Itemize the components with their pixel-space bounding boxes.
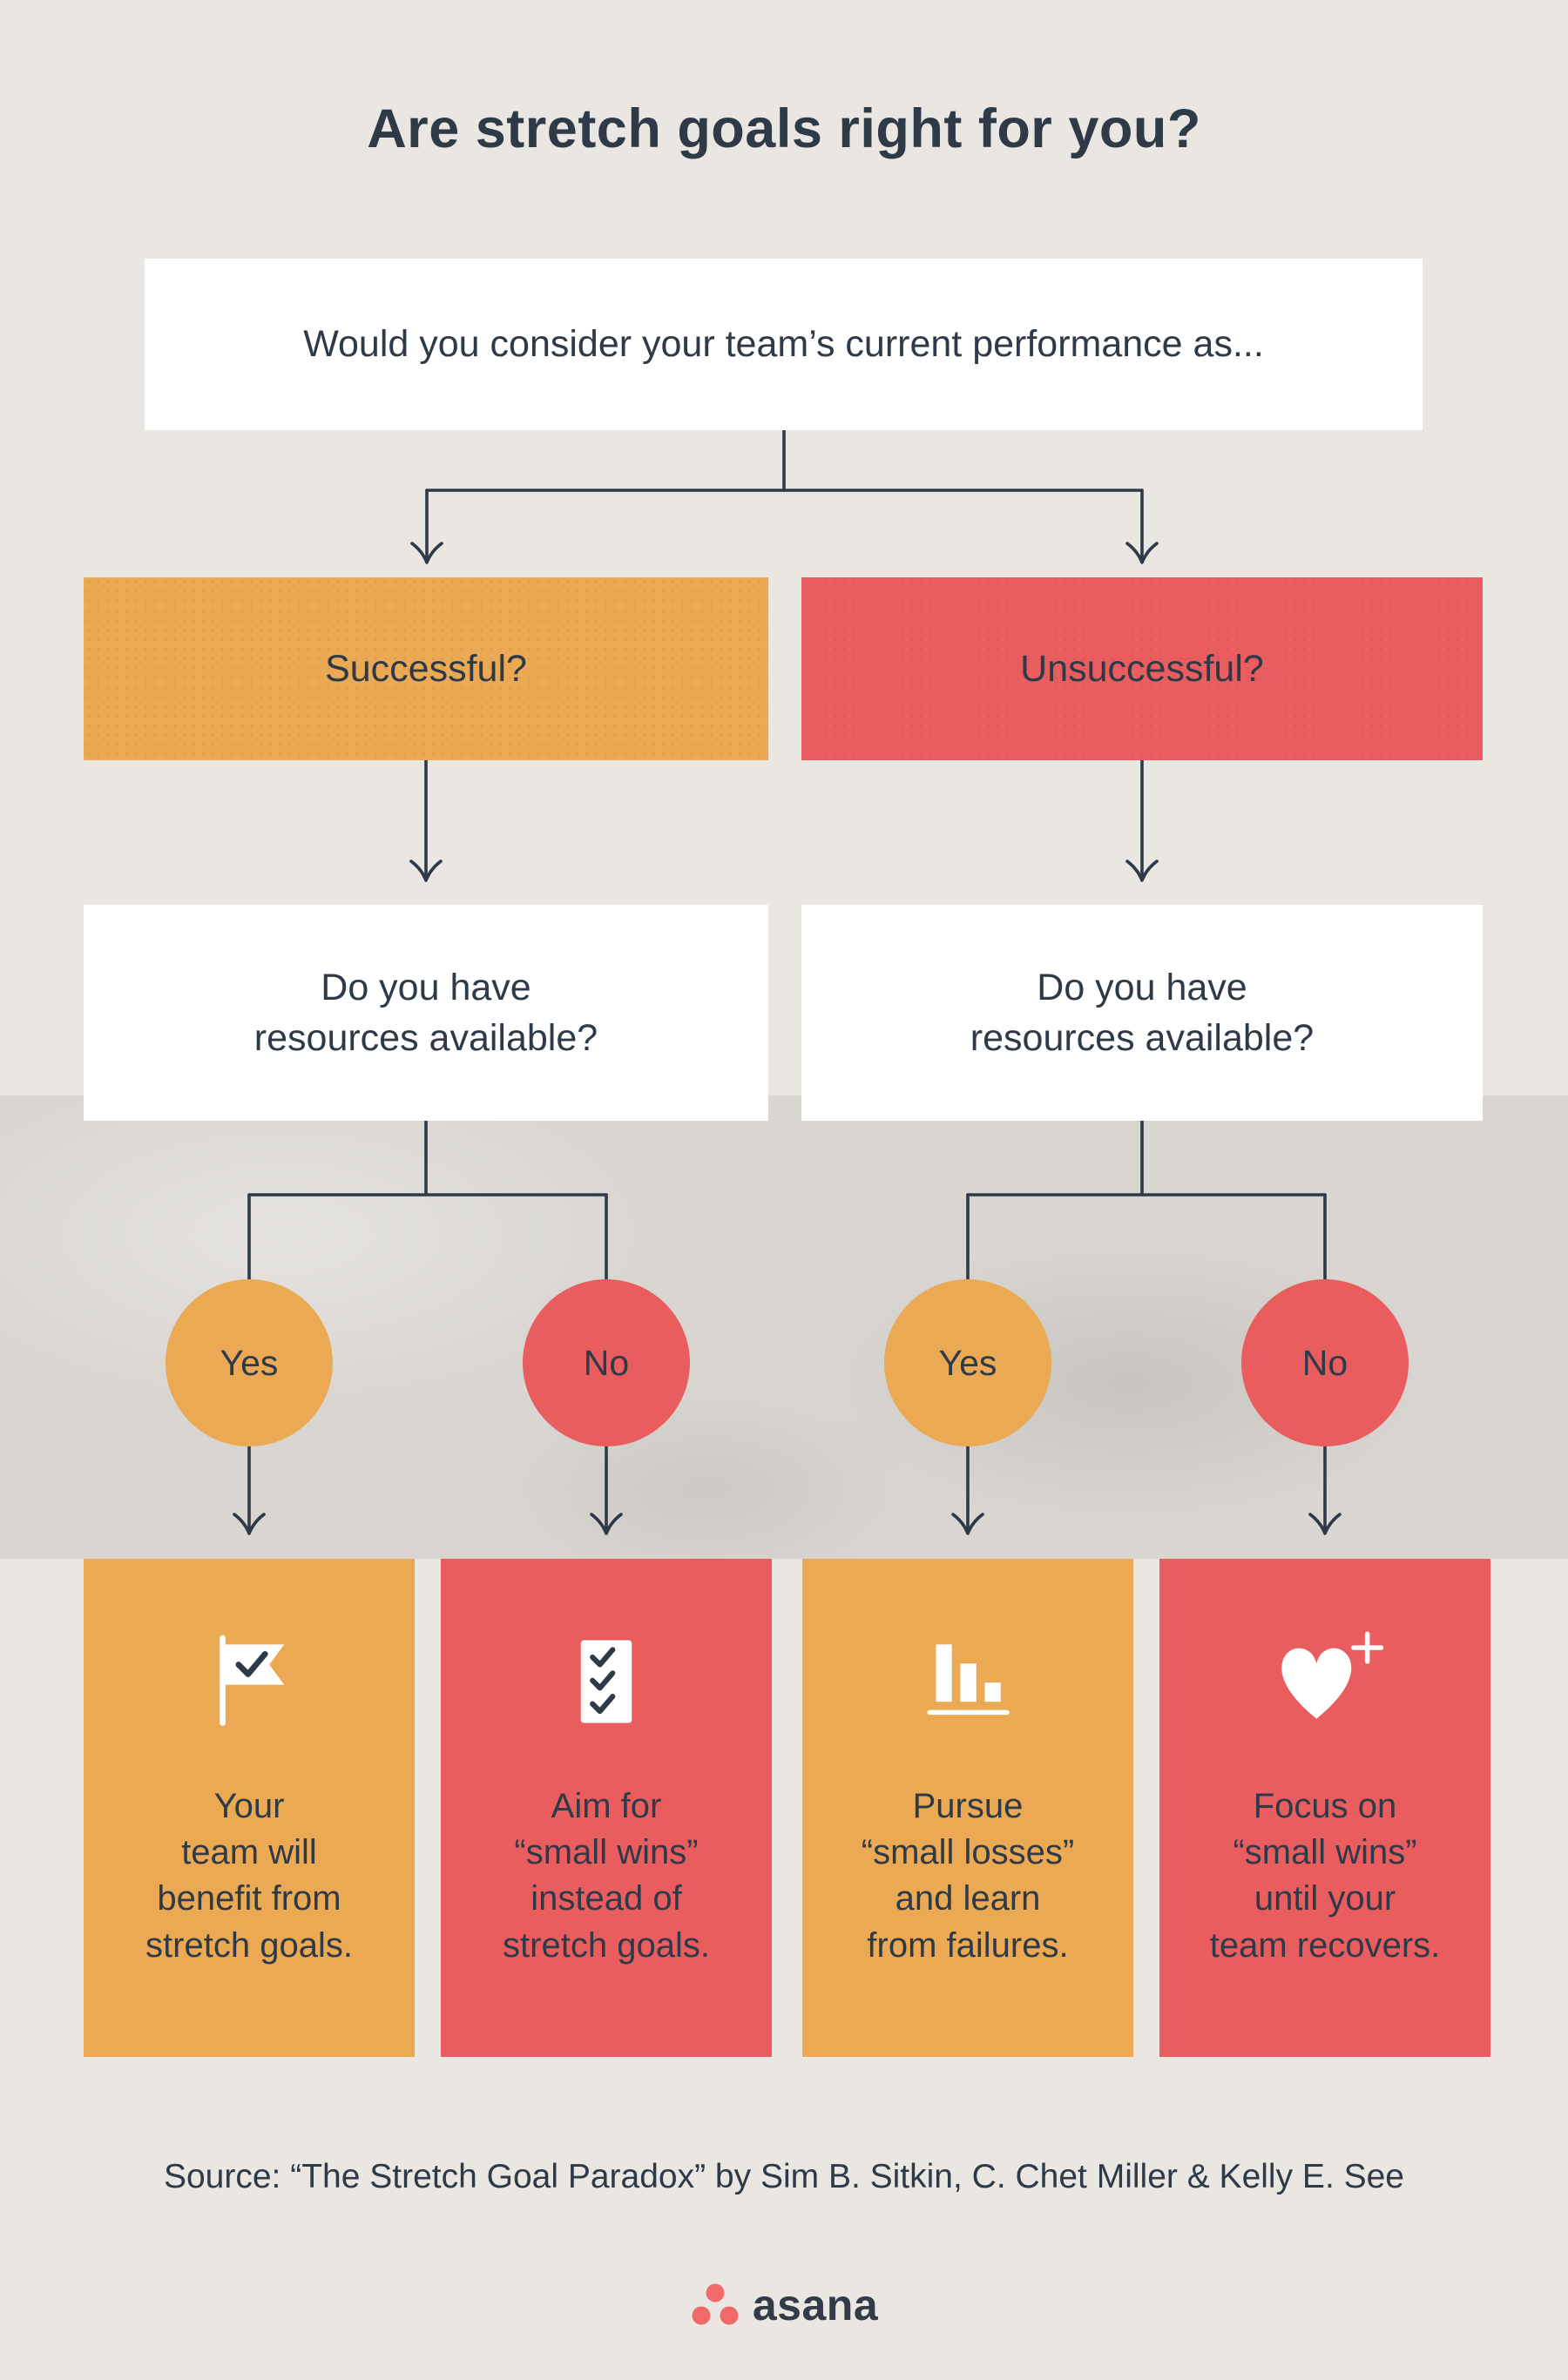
arrowhead (951, 1513, 984, 1535)
asana-logo: asana (0, 2280, 1568, 2330)
outcome-box-small-losses: Pursue “small losses” and learn from fai… (802, 1559, 1133, 2057)
checklist-icon (548, 1622, 665, 1742)
answer-yes-right-circle: Yes (884, 1279, 1051, 1446)
outcome-box-benefit: Your team will benefit from stretch goal… (84, 1559, 415, 2057)
resources-question-right-text: Do you have resources available? (970, 966, 1315, 1059)
resources-question-left-box: Do you have resources available? (84, 905, 768, 1121)
heart-plus-icon (1261, 1622, 1389, 1742)
answer-label: No (1301, 1342, 1348, 1383)
answer-no-left-circle: No (523, 1279, 690, 1446)
arrowhead (410, 542, 443, 564)
outcome-box-recover: Focus on “small wins” until your team re… (1159, 1559, 1490, 2057)
asana-logo-dots-icon (692, 2283, 739, 2325)
flag-check-icon (191, 1622, 308, 1742)
branch-unsuccessful-box: Unsuccessful? (801, 577, 1483, 760)
root-question-text: Would you consider your team’s current p… (303, 323, 1264, 365)
outcome-text: Pursue “small losses” and learn from fai… (861, 1787, 1075, 1965)
asana-wordmark: asana (752, 2281, 879, 2329)
arrowhead (409, 860, 443, 882)
arrowhead (1308, 1513, 1342, 1535)
answer-label: No (583, 1342, 630, 1383)
arrowhead (233, 1513, 266, 1535)
answer-yes-left-circle: Yes (166, 1279, 333, 1446)
declining-bar-chart-icon (909, 1622, 1026, 1742)
branch-successful-box: Successful? (84, 577, 768, 760)
outcome-text: Focus on “small wins” until your team re… (1209, 1787, 1441, 1965)
source-citation: Source: “The Stretch Goal Paradox” by Si… (163, 2158, 1405, 2195)
answer-no-right-circle: No (1241, 1279, 1409, 1446)
page-title: Are stretch goals right for you? (367, 98, 1201, 159)
arrowhead (1125, 542, 1159, 564)
arrowhead (1125, 860, 1159, 882)
outcome-text: Your team will benefit from stretch goal… (145, 1787, 353, 1965)
branch-successful-label: Successful? (325, 647, 527, 690)
arrowhead (590, 1513, 623, 1535)
resources-question-right-box: Do you have resources available? (801, 905, 1483, 1121)
outcome-text: Aim for “small wins” instead of stretch … (503, 1787, 710, 1965)
answer-label: Yes (220, 1342, 279, 1383)
answer-label: Yes (938, 1342, 997, 1383)
outcome-box-small-wins: Aim for “small wins” instead of stretch … (441, 1559, 772, 2057)
resources-question-left-text: Do you have resources available? (253, 966, 598, 1059)
branch-unsuccessful-label: Unsuccessful? (1020, 647, 1264, 690)
root-question-box: Would you consider your team’s current p… (145, 259, 1423, 430)
